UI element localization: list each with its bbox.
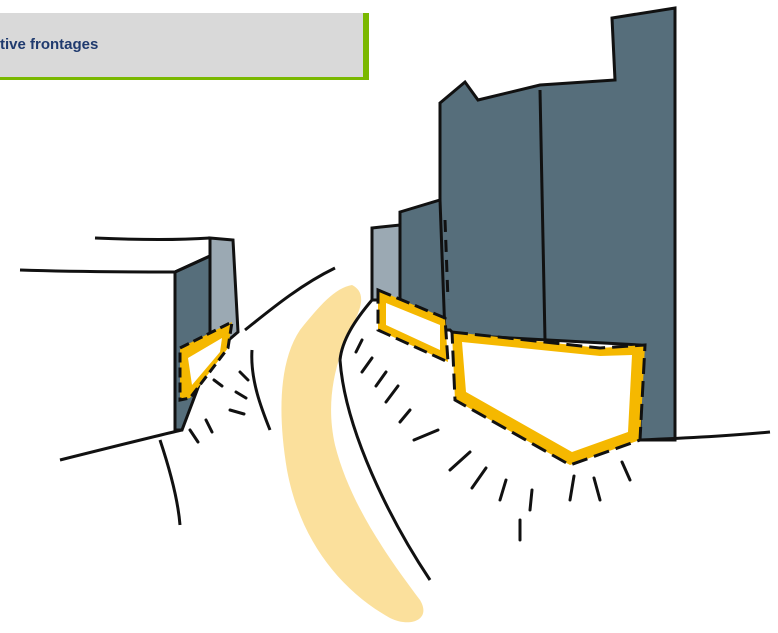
right-small-building-side bbox=[372, 225, 400, 300]
